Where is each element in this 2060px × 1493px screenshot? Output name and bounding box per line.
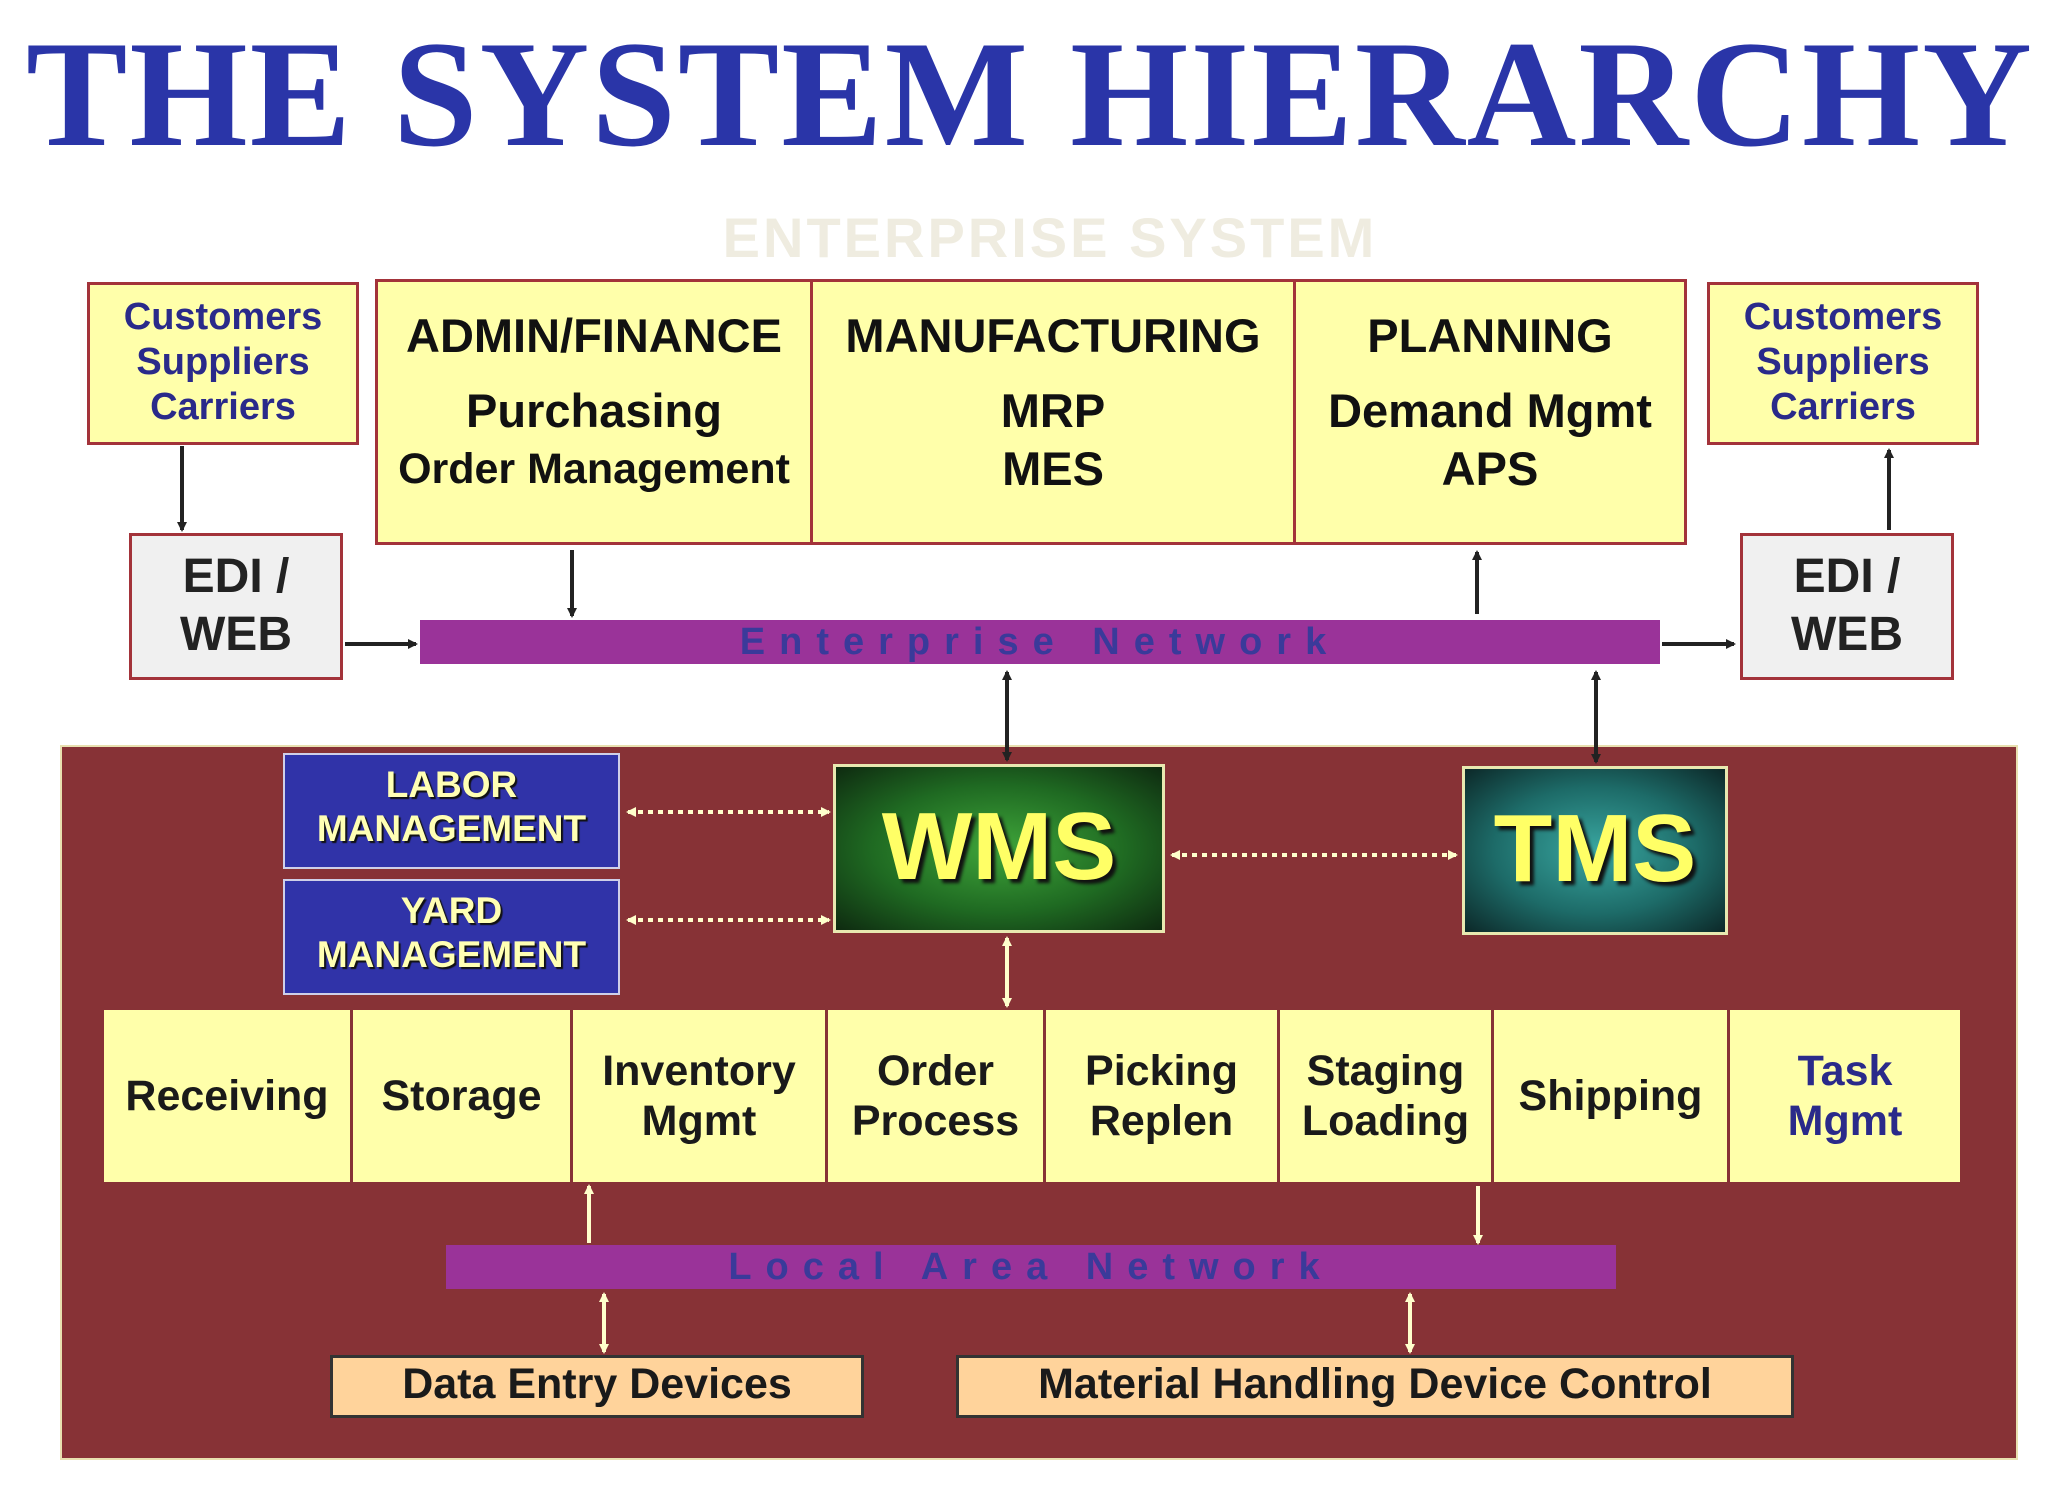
web-label: WEB (180, 608, 292, 661)
function-label: Staging (1306, 1047, 1465, 1095)
function-inventory-mgmt: Inventory Mgmt (573, 1010, 825, 1182)
function-label: Inventory (602, 1047, 796, 1095)
function-label: Receiving (125, 1072, 329, 1120)
function-label: Order (876, 1047, 995, 1095)
yard-label: YARD (400, 890, 503, 931)
column-line: APS (1441, 442, 1539, 496)
enterprise-network-bar: Enterprise Network (420, 620, 1660, 664)
labor-management-box: LABOR MANAGEMENT (283, 753, 620, 869)
left-partners-box: Customers Suppliers Carriers (87, 282, 359, 445)
material-handling-device-control-box: Material Handling Device Control (956, 1355, 1794, 1418)
admin-finance-column: ADMIN/FINANCE Purchasing Order Managemen… (378, 282, 810, 542)
function-label: Picking (1085, 1047, 1238, 1095)
function-label: Process (851, 1097, 1020, 1145)
function-divider (1491, 1010, 1494, 1182)
function-divider (570, 1010, 573, 1182)
right-partners-box: Customers Suppliers Carriers (1707, 282, 1979, 445)
column-line: Order Management (398, 445, 790, 494)
wms-box: WMS (833, 764, 1165, 933)
function-divider (825, 1010, 828, 1182)
yard-management-box: YARD MANAGEMENT (283, 879, 620, 995)
function-label: Replen (1089, 1097, 1234, 1145)
function-receiving: Receiving (104, 1010, 350, 1182)
edi-label: EDI / (182, 550, 290, 603)
edi-label: EDI / (1793, 550, 1901, 603)
wms-functions-row: Receiving Storage Inventory Mgmt Order P… (104, 1010, 1960, 1182)
enterprise-system-label: ENTERPRISE SYSTEM (722, 206, 1378, 269)
local-area-network-bar: Local Area Network (446, 1245, 1616, 1289)
column-divider (810, 282, 813, 542)
partner-suppliers: Suppliers (1756, 341, 1930, 383)
column-line: MRP (1000, 384, 1106, 438)
function-shipping: Shipping (1494, 1010, 1727, 1182)
function-task-mgmt: Task Mgmt (1730, 1010, 1960, 1182)
edi-web-left: EDI / WEB (129, 533, 343, 680)
column-line: Demand Mgmt (1328, 384, 1652, 438)
function-picking-replen: Picking Replen (1046, 1010, 1277, 1182)
partner-customers: Customers (1743, 296, 1943, 338)
function-staging-loading: Staging Loading (1280, 1010, 1491, 1182)
management-label: MANAGEMENT (316, 808, 587, 849)
partner-suppliers: Suppliers (136, 341, 310, 383)
partner-carriers: Carriers (150, 386, 296, 428)
function-order-process: Order Process (828, 1010, 1043, 1182)
column-heading: MANUFACTURING (845, 309, 1261, 362)
labor-label: LABOR (385, 764, 518, 805)
function-label: Shipping (1518, 1072, 1703, 1120)
function-label: Storage (381, 1072, 542, 1120)
web-label: WEB (1791, 608, 1903, 661)
column-heading: PLANNING (1367, 309, 1613, 362)
function-label: Task (1797, 1047, 1893, 1095)
column-line: MES (1002, 442, 1104, 496)
data-entry-devices-box: Data Entry Devices (330, 1355, 864, 1418)
function-divider (1727, 1010, 1730, 1182)
tms-box: TMS (1462, 766, 1728, 935)
column-heading: ADMIN/FINANCE (406, 309, 782, 362)
function-divider (350, 1010, 353, 1182)
column-divider (1293, 282, 1296, 542)
function-divider (1043, 1010, 1046, 1182)
edi-web-right: EDI / WEB (1740, 533, 1954, 680)
function-storage: Storage (353, 1010, 570, 1182)
partner-customers: Customers (123, 296, 323, 338)
partner-carriers: Carriers (1770, 386, 1916, 428)
management-label: MANAGEMENT (316, 934, 587, 975)
function-label: Mgmt (1787, 1097, 1903, 1145)
enterprise-system-box: ADMIN/FINANCE Purchasing Order Managemen… (375, 279, 1687, 545)
function-label: Loading (1301, 1097, 1470, 1145)
column-line: Purchasing (466, 384, 722, 438)
planning-column: PLANNING Demand Mgmt APS (1296, 282, 1684, 542)
manufacturing-column: MANUFACTURING MRP MES (813, 282, 1293, 542)
function-divider (1277, 1010, 1280, 1182)
function-label: Mgmt (641, 1097, 757, 1145)
page-title: THE SYSTEM HIERARCHY (26, 10, 2034, 178)
